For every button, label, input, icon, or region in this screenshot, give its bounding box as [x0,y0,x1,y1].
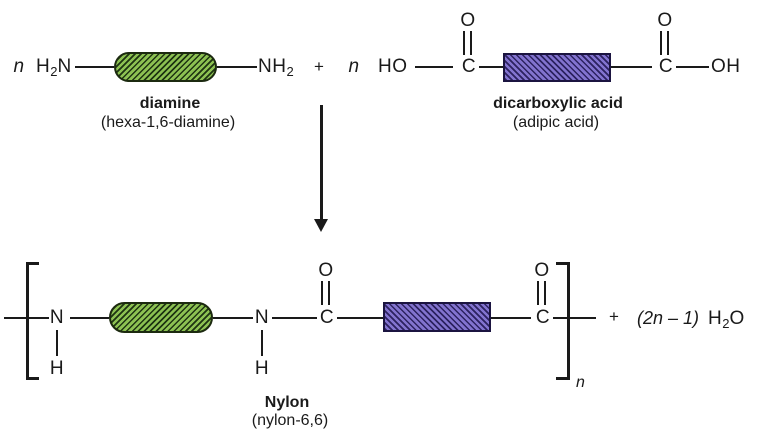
bond-line [676,66,709,68]
bond-line [415,66,453,68]
product-diamine-block [109,302,213,333]
double-bond-line [321,281,323,305]
amide-nitrogen: N [49,307,65,328]
hydroxyl-group-right: OH [711,56,741,77]
diamine-sublabel: (hexa-1,6-diamine) [100,114,236,131]
double-bond-line [470,31,472,55]
plus-sign: + [314,57,324,76]
formula-part: H [708,308,723,329]
diacid-backbone-block [503,53,611,82]
double-bond-line [328,281,330,305]
double-bond-line [667,31,669,55]
bond-line [261,330,263,356]
double-bond-line [463,31,465,55]
bond-line [213,317,253,319]
product-label: Nylon [264,394,310,411]
double-bond-line [544,281,546,305]
repeat-bracket-right-tick [556,262,569,265]
carbonyl-carbon: C [535,307,551,328]
diamine-coefficient: n [13,56,25,77]
hydroxyl-group-left: HO [378,56,408,77]
amide-hydrogen: H [49,358,65,379]
carbonyl-carbon: C [461,56,477,77]
diacid-coefficient: n [348,56,360,77]
water-byproduct: (2n – 1) H2O [637,306,745,331]
diacid-label: dicarboxylic acid [493,95,623,112]
reaction-arrow-head [314,219,328,232]
repeat-subscript: n [576,374,585,391]
repeat-bracket-right [567,262,570,380]
diamine-backbone-block [114,52,217,82]
product-diacid-block [383,302,491,332]
diacid-sublabel: (adipic acid) [512,114,600,131]
carbonyl-oxygen: O [460,10,476,31]
bond-line [337,317,383,319]
bond-line [272,317,317,319]
formula-subscript: 2 [50,64,58,79]
carbonyl-oxygen: O [657,10,673,31]
double-bond-line [537,281,539,305]
bond-line [56,330,58,356]
formula-subscript: 2 [722,316,730,331]
water-coefficient: (2n – 1) [637,308,700,328]
carbonyl-carbon: C [319,307,335,328]
amide-nitrogen: N [254,307,270,328]
amine-group-left: H2N [36,56,72,79]
repeat-bracket-left [26,262,29,380]
carbonyl-carbon: C [658,56,674,77]
bond-line [75,66,114,68]
bond-line [70,317,109,319]
product-sublabel: (nylon-6,6) [251,412,329,429]
plus-sign: + [609,307,619,326]
repeat-bracket-right-tick [556,377,569,380]
double-bond-line [660,31,662,55]
formula-part: O [729,308,745,329]
formula-part: NH [258,56,287,77]
water-formula: H2O [708,308,745,331]
bond-line [479,66,503,68]
carbonyl-oxygen: O [534,260,550,281]
reaction-arrow-shaft [320,105,323,221]
carbonyl-oxygen: O [318,260,334,281]
diamine-label: diamine [139,95,201,112]
amine-group-right: NH2 [258,56,294,79]
bond-line [553,317,596,319]
repeat-bracket-left-tick [26,377,39,380]
bond-line [611,66,652,68]
bond-line [217,66,257,68]
amide-hydrogen: H [254,358,270,379]
bond-line [491,317,531,319]
formula-part: N [57,56,72,77]
repeat-bracket-left-tick [26,262,39,265]
formula-part: H [36,56,51,77]
formula-subscript: 2 [286,64,294,79]
